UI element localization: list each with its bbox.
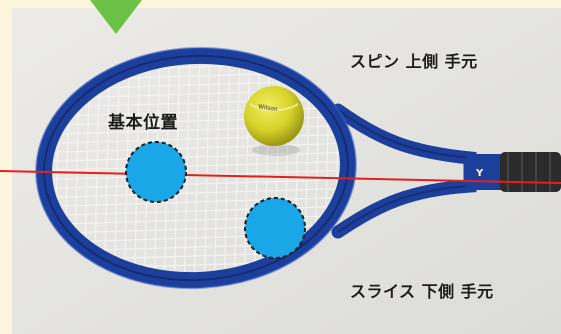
slice-position-spot bbox=[244, 197, 306, 259]
base-position-spot bbox=[125, 141, 187, 203]
tennis-ball: Wilson bbox=[244, 86, 304, 156]
center-line bbox=[0, 170, 561, 184]
base-position-label: 基本位置 bbox=[108, 113, 178, 133]
racket-frame-highlight bbox=[35, 46, 357, 290]
slice-bottom-handle-label: スライス 下側 手元 bbox=[350, 282, 494, 301]
down-arrow-marker bbox=[90, 0, 142, 34]
spin-top-handle-label: スピン 上側 手元 bbox=[350, 52, 478, 71]
racket-frame-edge bbox=[43, 54, 349, 282]
svg-text:Wilson: Wilson bbox=[258, 103, 279, 113]
brand-logo-icon: Y bbox=[475, 168, 484, 179]
